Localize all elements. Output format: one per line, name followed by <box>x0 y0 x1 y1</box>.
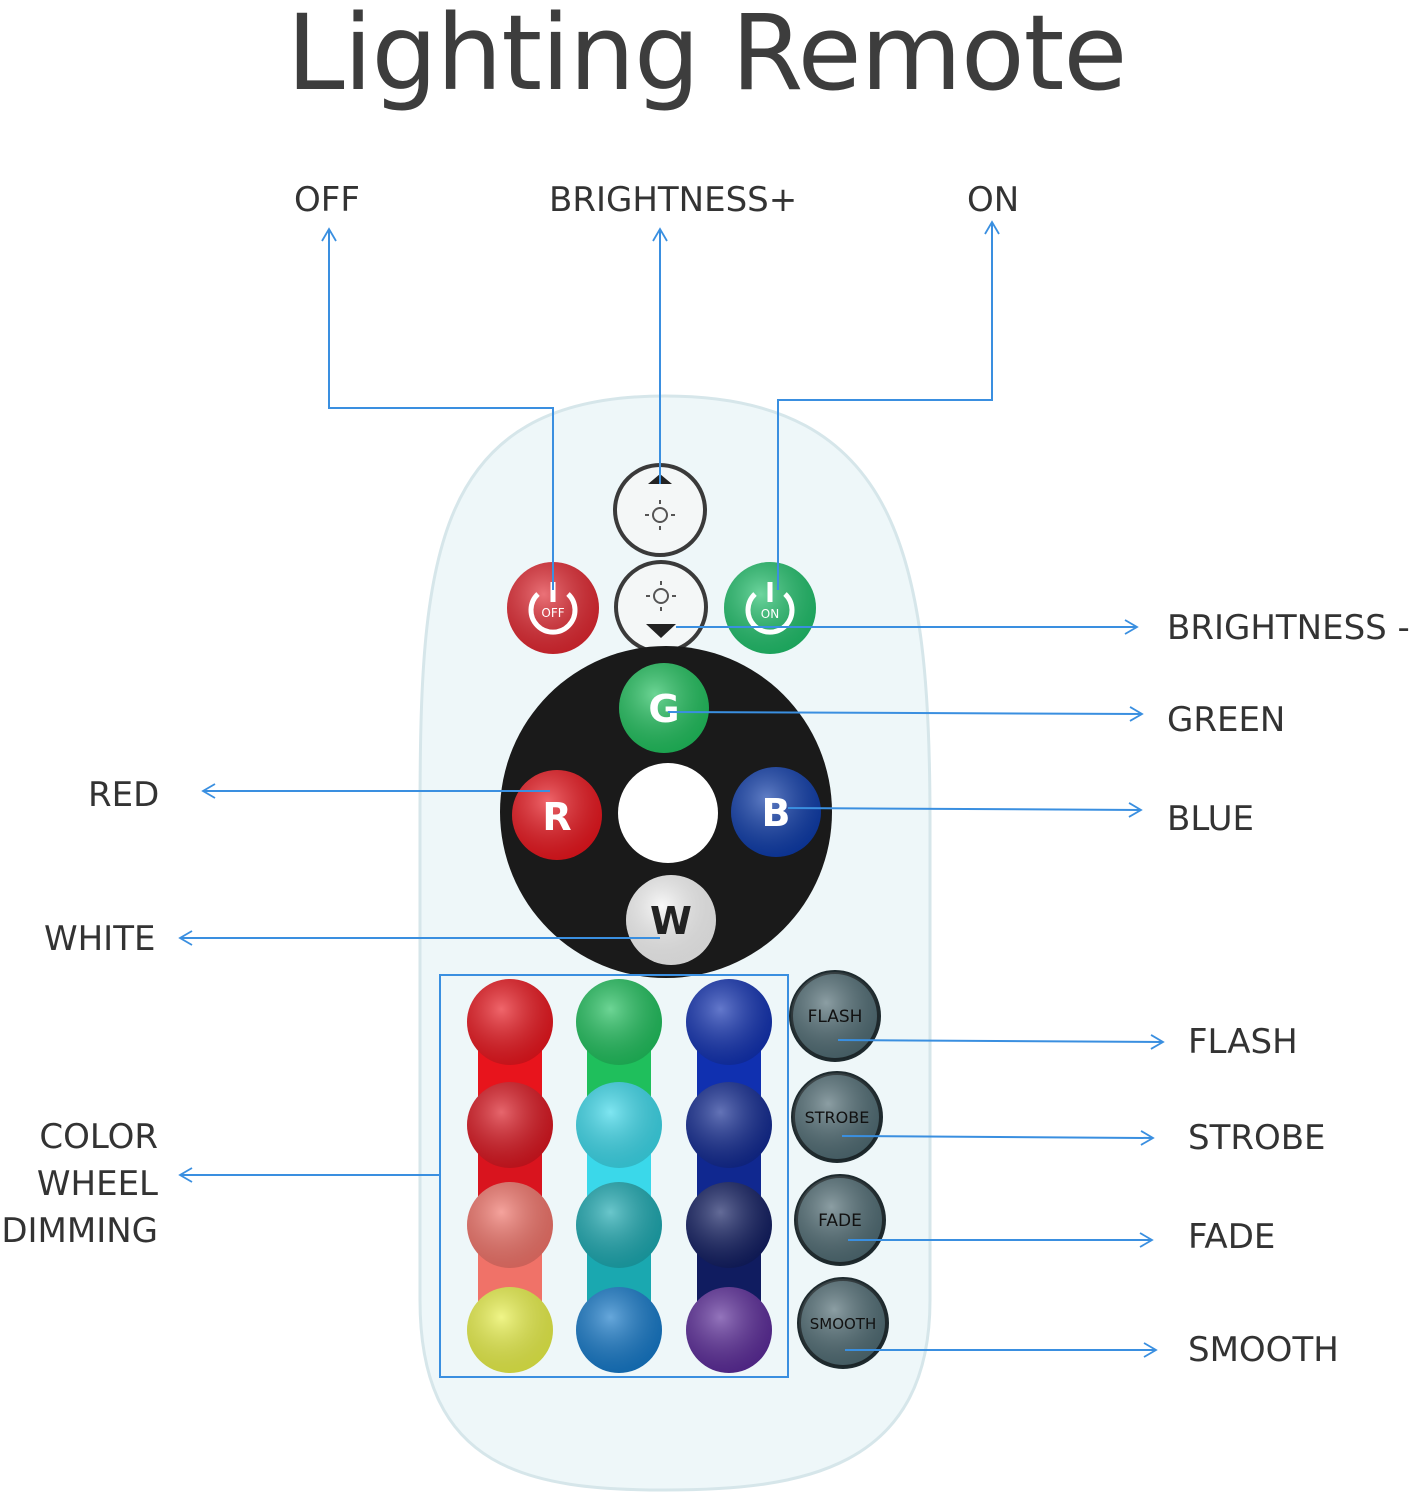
color-preset-shade <box>467 1082 553 1168</box>
on-button-label: ON <box>761 607 779 621</box>
label-flash: FLASH <box>1188 1022 1298 1062</box>
color-preset-shade <box>576 979 662 1065</box>
label-green: GREEN <box>1167 700 1286 740</box>
fade-button[interactable]: FADE <box>794 1174 886 1266</box>
label-blue: BLUE <box>1167 799 1254 839</box>
label-white: WHITE <box>44 919 156 959</box>
label-brightness-up: BRIGHTNESS+ <box>549 180 798 220</box>
white-button-label: W <box>650 899 692 943</box>
color-preset-shade <box>576 1182 662 1268</box>
color-preset-shade <box>686 1082 772 1168</box>
label-on: ON <box>967 180 1020 220</box>
off-button-label: OFF <box>541 606 564 620</box>
color-preset-shade <box>467 1287 553 1373</box>
flash-button[interactable]: FLASH <box>789 970 881 1062</box>
brightness-up-button[interactable] <box>613 463 707 557</box>
brightness-down-button[interactable] <box>614 560 708 654</box>
sun-icon <box>645 500 675 530</box>
label-brightness-down: BRIGHTNESS - <box>1167 608 1410 648</box>
callout-on <box>777 220 1000 590</box>
red-button[interactable]: R <box>512 770 602 860</box>
color-preset-shade <box>686 1287 772 1373</box>
callout-blue <box>787 802 1143 818</box>
strobe-button[interactable]: STROBE <box>791 1071 883 1163</box>
label-color-wheel-dimming: COLOR WHEEL DIMMING <box>0 1114 158 1255</box>
smooth-button[interactable]: SMOOTH <box>797 1277 889 1369</box>
green-button[interactable]: G <box>619 663 709 753</box>
blue-button-label: B <box>762 791 791 835</box>
page-title: Lighting Remote <box>286 0 1128 114</box>
on-button[interactable]: ON <box>724 562 816 654</box>
callout-strobe <box>841 1130 1155 1146</box>
green-button-label: G <box>648 687 679 731</box>
callout-flash <box>837 1034 1165 1050</box>
color-preset-shade <box>686 979 772 1065</box>
color-grid <box>467 979 772 1373</box>
label-strobe: STROBE <box>1188 1118 1326 1158</box>
label-fade: FADE <box>1188 1217 1276 1257</box>
strobe-button-label: STROBE <box>805 1108 870 1127</box>
label-off: OFF <box>294 180 360 220</box>
color-preset-shade <box>576 1082 662 1168</box>
color-preset-shade <box>467 979 553 1065</box>
callout-green <box>667 706 1144 722</box>
color-preset-shade <box>686 1182 772 1268</box>
red-button-label: R <box>542 795 571 839</box>
callout-off <box>321 227 554 590</box>
wheel-center-button[interactable] <box>618 763 718 863</box>
off-button[interactable]: OFF <box>507 562 599 654</box>
power-icon <box>745 582 795 635</box>
label-color-wheel-dimming-line-3: DIMMING <box>1 1211 158 1251</box>
blue-button[interactable]: B <box>731 767 821 857</box>
color-preset-shade <box>576 1287 662 1373</box>
label-color-wheel-dimming-line-1: COLOR <box>39 1117 158 1157</box>
color-preset-shade <box>467 1182 553 1268</box>
label-red: RED <box>88 775 160 815</box>
flash-button-label: FLASH <box>808 1007 863 1027</box>
sun-icon <box>646 581 676 611</box>
fade-button-label: FADE <box>818 1211 862 1231</box>
smooth-button-label: SMOOTH <box>810 1315 877 1333</box>
white-button[interactable]: W <box>626 875 716 965</box>
label-color-wheel-dimming-line-2: WHEEL <box>36 1164 158 1204</box>
label-smooth: SMOOTH <box>1188 1330 1339 1370</box>
